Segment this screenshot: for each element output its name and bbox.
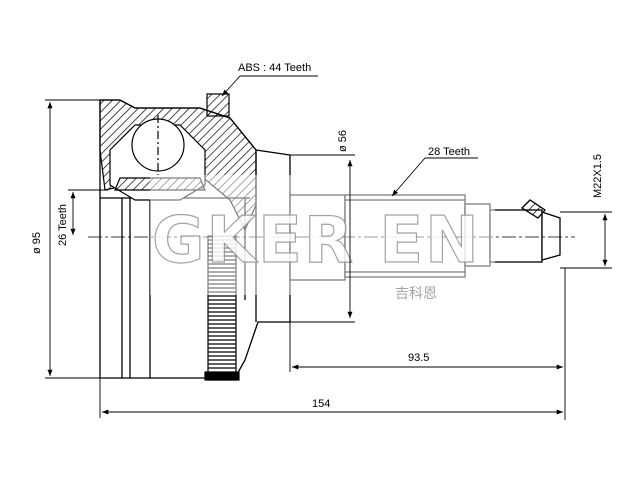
abs-ring xyxy=(204,93,240,381)
seal-diameter-label: ø 56 xyxy=(337,130,349,152)
inner-race xyxy=(109,115,206,201)
shaft-teeth-label: 28 Teeth xyxy=(428,146,470,158)
abs-teeth-label: ABS : 44 Teeth xyxy=(238,62,311,74)
dimension-lines xyxy=(45,75,612,420)
shaft xyxy=(289,194,561,281)
inner-teeth-label: 26 Teeth xyxy=(57,204,69,246)
watermark-brand: GKER EN xyxy=(152,204,481,278)
thread-label: M22X1.5 xyxy=(592,154,604,198)
outer-diameter-label: ø 95 xyxy=(31,232,43,254)
watermark: GKER EN 吉科恩 xyxy=(150,175,495,302)
shaft-length-label: 93.5 xyxy=(408,352,429,364)
watermark-brand-sub: 吉科恩 xyxy=(395,286,437,302)
total-length-label: 154 xyxy=(312,398,330,410)
